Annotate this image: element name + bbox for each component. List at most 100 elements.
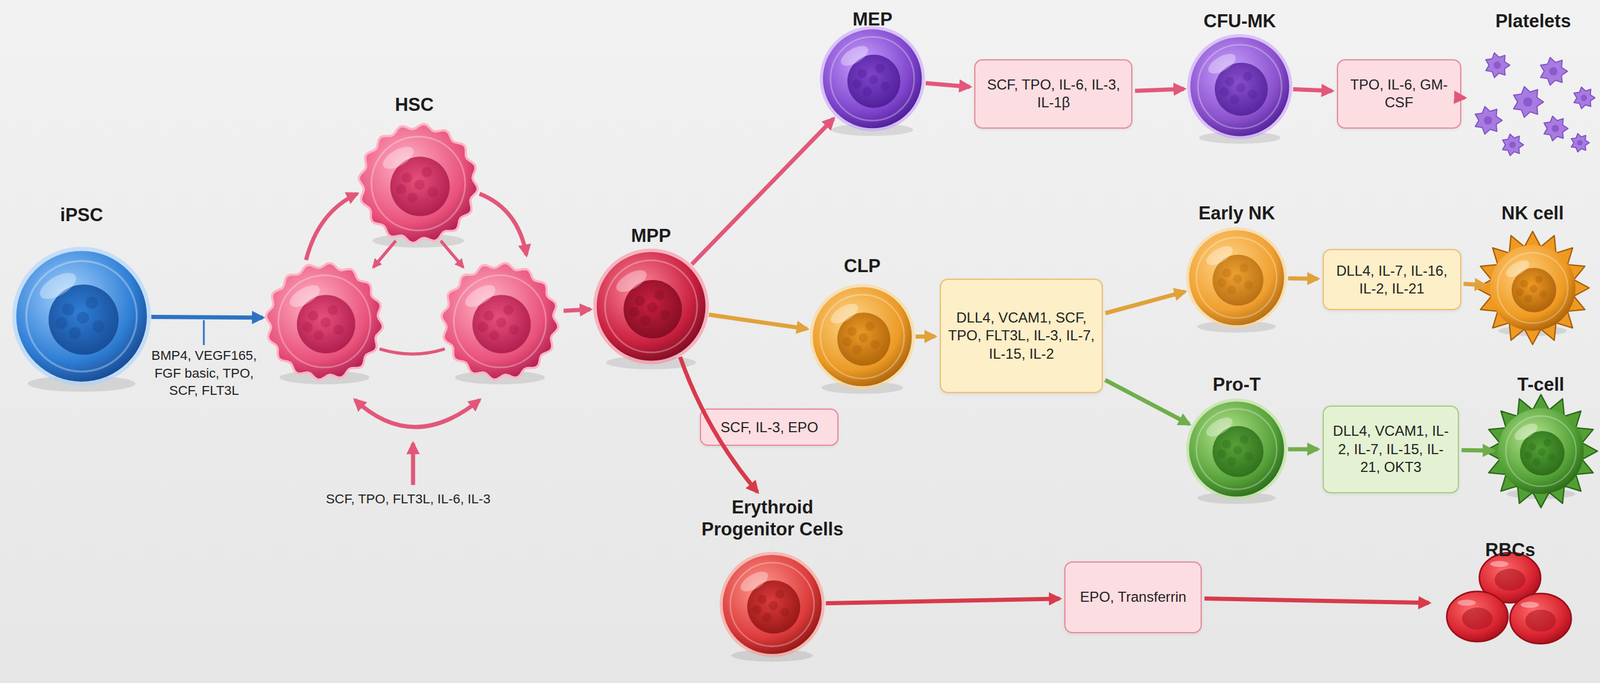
- nucleus-texture: [68, 327, 81, 339]
- nucleus-texture: [1537, 448, 1546, 456]
- platelet: [1543, 116, 1568, 142]
- cell-label: Early NK: [1165, 202, 1308, 224]
- nucleus-texture: [757, 594, 767, 604]
- cell-node: NK cell: [1489, 202, 1576, 331]
- nucleus-texture: [395, 184, 406, 195]
- platelet-core: [1580, 94, 1587, 102]
- cell-body: [1498, 408, 1584, 495]
- flow-arrow: [1105, 291, 1185, 313]
- cell-illustration: [14, 203, 149, 384]
- nucleus-texture: [842, 337, 851, 347]
- nucleus-texture: [1224, 77, 1234, 86]
- nucleus-texture: [858, 333, 868, 342]
- nucleus-texture: [308, 310, 319, 321]
- nucleus-texture: [314, 330, 325, 341]
- nucleus-texture: [1539, 290, 1548, 299]
- cycle-link: [379, 349, 446, 355]
- cell-node: MPP: [594, 224, 707, 363]
- nucleus-texture: [780, 607, 790, 617]
- nucleus-texture: [421, 167, 432, 178]
- platelet-core: [1483, 116, 1493, 125]
- nucleus-texture: [1535, 275, 1544, 284]
- cell-membrane: [453, 275, 546, 368]
- nucleus-texture: [762, 612, 772, 622]
- rbc-highlight: [1521, 601, 1540, 608]
- cell-halo: [594, 250, 707, 363]
- cell-label: NK cell: [1461, 202, 1600, 224]
- cytokine-text: SCF, TPO, IL-6, IL-3, IL-1β: [980, 75, 1127, 112]
- nucleus-texture: [1236, 82, 1246, 92]
- nucleus-texture: [629, 306, 640, 318]
- cell-membrane: [1198, 45, 1282, 129]
- cell-label: Platelets: [1461, 10, 1600, 32]
- nucleus-texture: [401, 173, 412, 184]
- nucleus-texture: [1524, 451, 1532, 460]
- cell-body: [813, 287, 912, 387]
- platelet: [1513, 86, 1544, 118]
- cytokine-text: SCF, IL-3, EPO: [720, 418, 819, 437]
- cell-membrane: [830, 36, 915, 121]
- cell-body: [722, 554, 822, 654]
- cycle-arrow: [440, 240, 464, 268]
- platelet: [1570, 133, 1589, 152]
- cell-group: Platelets: [1469, 10, 1598, 159]
- cell-halo: [721, 552, 824, 655]
- rbc-dimple: [1525, 609, 1557, 632]
- cell-label: iPSC: [20, 203, 143, 226]
- cytokine-box: TPO, IL-6, GM-CSF: [1336, 59, 1462, 129]
- nucleus-texture: [862, 86, 872, 96]
- cell-body: [359, 124, 478, 243]
- nucleus-texture: [768, 600, 778, 610]
- cell-body: [1489, 244, 1576, 331]
- nucleus-texture: [509, 324, 520, 335]
- platelet-core: [1522, 97, 1532, 107]
- cell-halo: [1188, 35, 1291, 138]
- cell-node: CLP: [811, 254, 914, 388]
- cell-highlight: [827, 299, 862, 328]
- leader-tick: [203, 320, 206, 345]
- nucleus-texture: [414, 179, 425, 190]
- cytokine-box: DLL4, VCAM1, IL-2, IL-7, IL-15, IL-21, O…: [1322, 405, 1460, 494]
- nucleus-texture: [1543, 438, 1551, 447]
- cell-highlight: [837, 41, 872, 70]
- cell-label: Pro-T: [1175, 373, 1299, 396]
- flow-arrow: [151, 317, 263, 318]
- cytokine-text: DLL4, VCAM1, IL-2, IL-7, IL-15, IL-21, O…: [1328, 421, 1454, 476]
- cell-node: Erythroid Progenitor Cells: [721, 496, 824, 656]
- cell-label: RBCs: [1448, 538, 1572, 561]
- platelet: [1474, 106, 1503, 135]
- nucleus-texture: [660, 309, 671, 320]
- nucleus-texture: [865, 321, 875, 331]
- platelet: [1540, 57, 1568, 86]
- platelet-core: [1576, 139, 1583, 146]
- nucleus-texture: [775, 589, 785, 598]
- cycle-arrow: [479, 193, 527, 255]
- nucleus-texture: [654, 289, 665, 300]
- cytokine-box: DLL4, VCAM1, SCF, TPO, FLT3L, IL-3, IL-7…: [939, 278, 1104, 393]
- cell-highlight: [379, 142, 418, 174]
- platelet-core: [1549, 67, 1558, 76]
- nucleus-texture: [1227, 456, 1237, 466]
- nucleus-texture: [847, 327, 857, 336]
- edge-label: BMP4, VEGF165, FGF basic, TPO, SCF, FLT3…: [142, 346, 266, 399]
- nucleus-texture: [333, 324, 344, 335]
- nucleus-texture: [852, 344, 862, 354]
- cell-highlight: [286, 280, 323, 312]
- cytokine-text: EPO, Transferrin: [1079, 587, 1186, 606]
- platelet: [1485, 52, 1510, 78]
- nucleus-texture: [1222, 439, 1232, 449]
- cell-membrane: [1497, 252, 1568, 323]
- nucleus-texture: [503, 305, 514, 316]
- nucleus-texture: [302, 321, 313, 332]
- cell-membrane: [730, 562, 815, 646]
- nucleus-texture: [640, 315, 651, 326]
- cell-membrane: [371, 136, 466, 231]
- nucleus-texture: [647, 302, 658, 313]
- nucleus-texture: [870, 339, 880, 349]
- flow-arrow: [708, 314, 808, 329]
- flow-arrow: [563, 309, 591, 311]
- cell-node: MEP: [821, 8, 924, 130]
- nucleus-texture: [1532, 458, 1541, 466]
- platelet-core: [1493, 61, 1501, 69]
- cell-label: CFU-MK: [1168, 10, 1312, 32]
